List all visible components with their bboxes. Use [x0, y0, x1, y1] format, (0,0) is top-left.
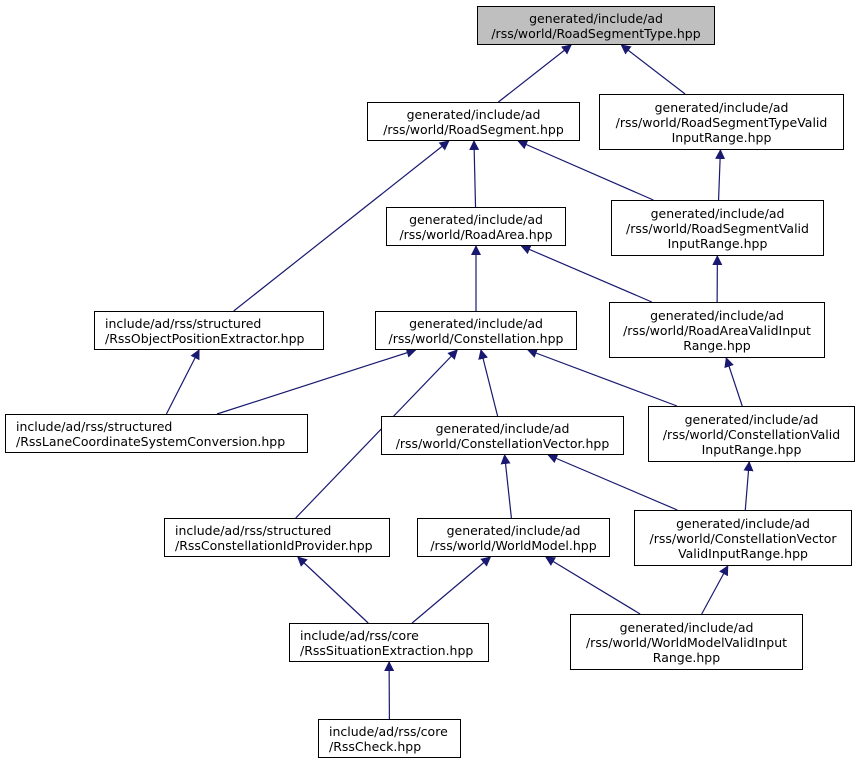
node-line: generated/include/ad [676, 515, 810, 531]
edge-constellation_vector_valid_input_range-to-constellation_vector [547, 453, 678, 511]
node-road-segment[interactable]: generated/include/ad /rss/world/RoadSegm… [367, 102, 580, 141]
edge-road_segment_valid_input_range-to-road_segment_type_valid_input_range [715, 149, 726, 201]
edge-constellation_vector_valid_input_range-to-constellation_valid_input_range [743, 461, 754, 511]
node-line: generated/include/ad [409, 315, 543, 331]
node-constellation-valid-input-range[interactable]: generated/include/ad /rss/world/Constell… [648, 406, 855, 462]
node-line: include/ad/rss/structured [16, 418, 173, 434]
node-line: /RssSituationExtraction.hpp [300, 642, 474, 658]
node-road-segment-type: generated/include/ad /rss/world/RoadSegm… [477, 6, 715, 45]
node-line: generated/include/ad [529, 10, 663, 26]
node-world-model-valid-input-range[interactable]: generated/include/ad /rss/world/WorldMod… [570, 614, 803, 670]
node-road-segment-type-valid-input-range[interactable]: generated/include/ad /rss/world/RoadSegm… [599, 94, 844, 150]
edge-road_segment-to-road_segment_type [498, 44, 572, 103]
node-line: Range.hpp [683, 337, 751, 353]
node-constellation-vector[interactable]: generated/include/ad /rss/world/Constell… [381, 416, 624, 455]
edge-world_model_valid_input_range-to-world_model [544, 556, 641, 615]
edge-rss_constellation_id_provider-to-constellation [295, 349, 458, 519]
node-line: /rss/world/RoadSegmentTypeValid [615, 114, 828, 130]
node-line: InputRange.hpp [671, 129, 772, 145]
edge-rss_situation_extraction-to-rss_constellation_id_provider [297, 556, 369, 624]
node-line: /RssLaneCoordinateSystemConversion.hpp [16, 433, 286, 449]
node-line: InputRange.hpp [701, 441, 802, 457]
node-line: /rss/world/RoadAreaValidInput [623, 322, 811, 338]
node-line: generated/include/ad [409, 211, 543, 227]
edge-constellation_vector-to-constellation [478, 349, 499, 417]
node-rss-constellation-id-provider[interactable]: include/ad/rss/structured /RssConstellat… [164, 518, 390, 557]
edge-road_segment_type_valid_input_range-to-road_segment_type [620, 44, 686, 95]
node-line: /rss/world/RoadSegment.hpp [383, 121, 564, 137]
edge-rss_lane_coordinate_system_conversion-to-rss_object_position_extractor [165, 349, 200, 415]
node-rss-check[interactable]: include/ad/rss/core /RssCheck.hpp [318, 719, 461, 758]
node-line: generated/include/ad [684, 411, 819, 427]
node-line: generated/include/ad [406, 106, 541, 122]
node-rss-situation-extraction[interactable]: include/ad/rss/core /RssSituationExtract… [289, 623, 489, 662]
edge-road_area-to-road_segment [469, 140, 480, 208]
edge-rss_lane_coordinate_system_conversion-to-constellation [216, 348, 417, 415]
node-line: InputRange.hpp [667, 235, 768, 251]
node-line: generated/include/ad [650, 205, 785, 221]
node-line: /RssConstellationIdProvider.hpp [175, 537, 373, 553]
node-road-area-valid-input-range[interactable]: generated/include/ad /rss/world/RoadArea… [609, 302, 825, 358]
node-line: /rss/world/ConstellationVector [649, 530, 837, 546]
node-line: generated/include/ad [446, 522, 581, 538]
node-line: include/ad/rss/structured [175, 522, 332, 538]
node-line: Range.hpp [652, 649, 721, 665]
node-line: /RssObjectPositionExtractor.hpp [105, 330, 305, 346]
edge-constellation_valid_input_range-to-constellation [526, 348, 678, 407]
node-rss-object-position-extractor[interactable]: include/ad/rss/structured /RssObjectPosi… [94, 311, 324, 350]
edge-rss_object_position_extractor-to-road_segment [233, 140, 450, 312]
edge-road_segment_valid_input_range-to-road_segment [517, 140, 654, 201]
node-road-segment-valid-input-range[interactable]: generated/include/ad /rss/world/RoadSegm… [611, 200, 824, 256]
edge-constellation_valid_input_range-to-road_area_valid_input_range [724, 357, 743, 407]
node-line: /RssCheck.hpp [329, 738, 422, 754]
node-line: include/ad/rss/core [300, 627, 419, 643]
node-line: generated/include/ad [619, 619, 754, 635]
edge-world_model-to-constellation_vector [500, 454, 512, 519]
node-line: /rss/world/ConstellationVector.hpp [395, 435, 610, 451]
node-line: /rss/world/ConstellationValid [662, 426, 841, 442]
node-line: /rss/world/Constellation.hpp [388, 330, 564, 346]
node-line: generated/include/ad [435, 420, 570, 436]
node-line: /rss/world/RoadSegmentType.hpp [491, 25, 701, 41]
edge-road_area_valid_input_range-to-road_area [520, 244, 653, 303]
node-line: /rss/world/RoadArea.hpp [399, 226, 553, 242]
node-line: /rss/world/WorldModelValidInput [585, 634, 788, 650]
edge-world_model_valid_input_range-to-constellation_vector_valid_input_range [701, 565, 729, 615]
node-line: generated/include/ad [654, 99, 789, 115]
node-rss-lane-coordinate-system-conversion[interactable]: include/ad/rss/structured /RssLaneCoordi… [5, 414, 308, 453]
node-constellation-vector-valid-input-range[interactable]: generated/include/ad /rss/world/Constell… [634, 510, 852, 566]
node-line: include/ad/rss/core [329, 723, 448, 739]
node-road-area[interactable]: generated/include/ad /rss/world/RoadArea… [386, 207, 566, 246]
edge-rss_situation_extraction-to-world_model [411, 556, 492, 624]
node-line: generated/include/ad [650, 307, 784, 323]
node-world-model[interactable]: generated/include/ad /rss/world/WorldMod… [417, 518, 610, 557]
node-line: include/ad/rss/structured [105, 315, 262, 331]
node-line: /rss/world/WorldModel.hpp [430, 537, 597, 553]
node-constellation[interactable]: generated/include/ad /rss/world/Constell… [375, 311, 577, 350]
node-line: ValidInputRange.hpp [678, 545, 808, 561]
node-line: /rss/world/RoadSegmentValid [626, 220, 809, 236]
